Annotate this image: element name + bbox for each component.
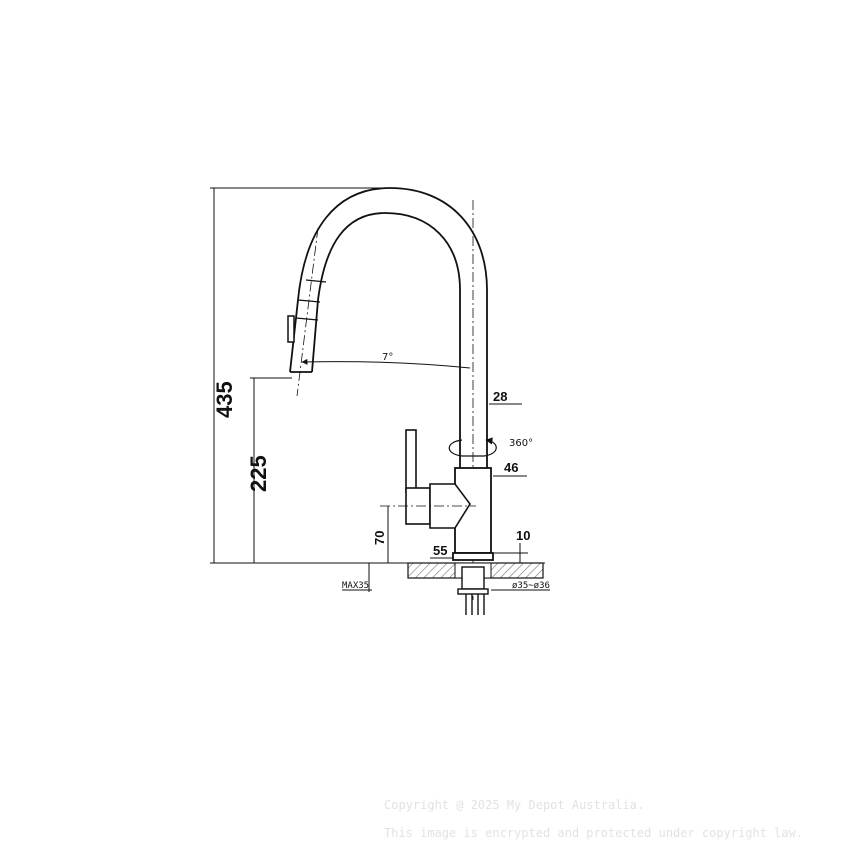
mounting-shank [457, 566, 489, 615]
base-height-label: 10 [516, 528, 530, 543]
bench-thickness-label: MAX35 [342, 581, 369, 591]
base-height-dimension [494, 543, 528, 563]
copyright-watermark: Copyright @ 2025 My Depot Australia. [384, 798, 645, 812]
spout-height-dimension [250, 377, 292, 563]
handle-height-label: 70 [372, 531, 387, 545]
hole-diameter-label: ø35~ø36 [512, 581, 550, 591]
spray-head-button [287, 315, 295, 343]
bench-thickness-dimension [342, 563, 372, 592]
spout-height-label: 225 [246, 455, 271, 492]
rotation-arrow [448, 437, 497, 457]
tap-spout [289, 187, 488, 468]
protection-watermark: This image is encrypted and protected un… [384, 826, 804, 840]
overall-height-label: 435 [212, 381, 237, 418]
body-diameter-label: 46 [504, 460, 518, 475]
spout-diameter-label: 28 [493, 389, 507, 404]
swivel-angle-label: 7° [382, 352, 393, 363]
base-diameter-label: 55 [433, 543, 447, 558]
rotation-label: 360° [509, 438, 533, 449]
swivel-angle-arc [301, 358, 471, 369]
overall-height-dimension [210, 187, 392, 563]
